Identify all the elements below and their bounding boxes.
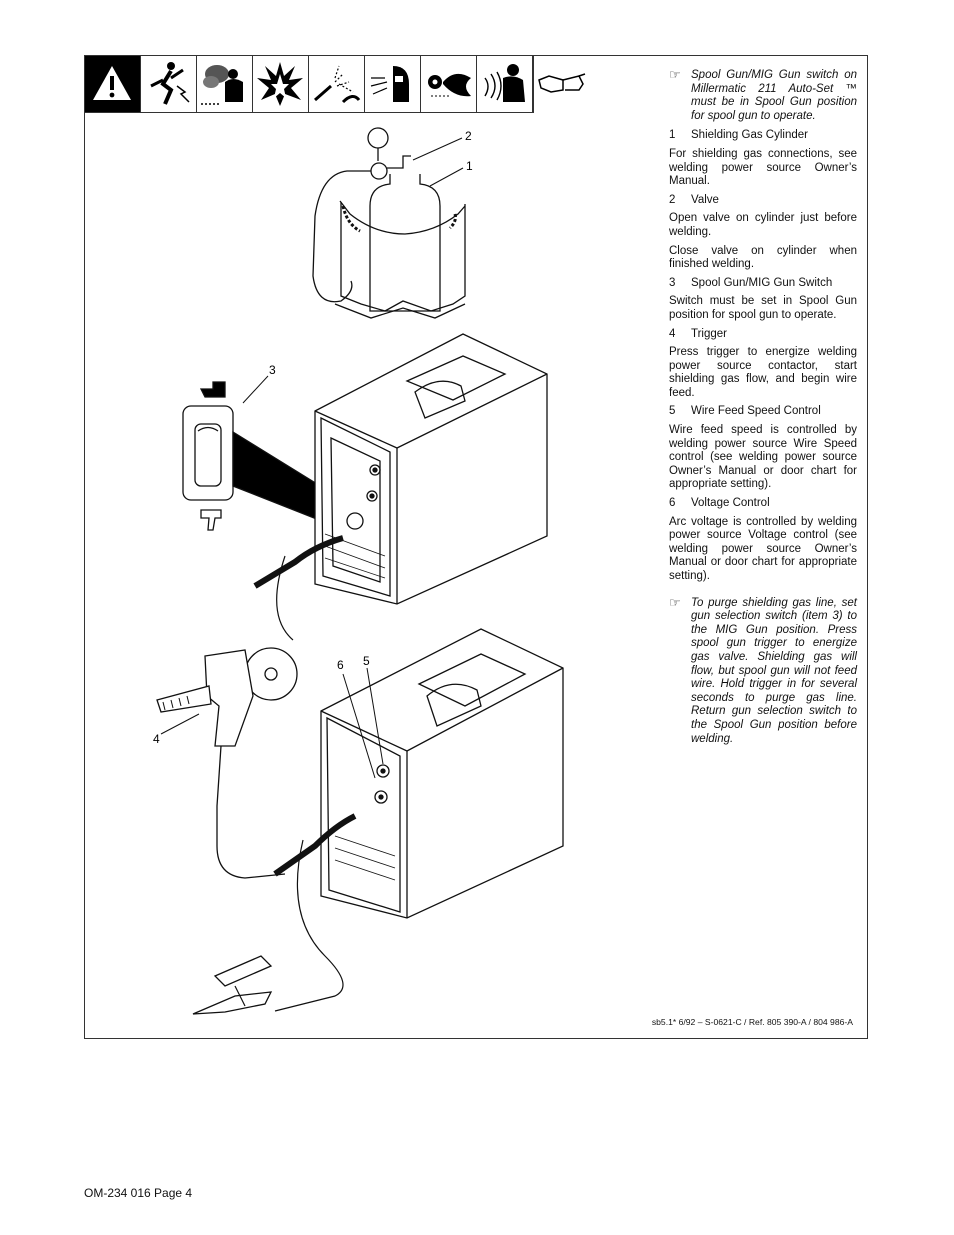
note-text: To purge shielding gas line, set gun sel… [691,596,857,745]
arc-rays-icon [365,56,421,112]
noise-icon [477,56,533,112]
electric-shock-icon [141,56,197,112]
content-frame: 2 1 3 4 5 6 ☞ Spool Gun/MIG Gun switch o… [84,55,868,1039]
note-text: Spool Gun/MIG Gun switch on Millermatic … [691,69,857,122]
welding-power-source-bottom [192,628,564,1015]
purge-gas-line-note: ☞ To purge shielding gas line, set gun s… [669,594,857,747]
item-heading-5: 5 Wire Feed Speed Control [669,405,821,418]
item-2-description-close: Close valve on cylinder when finished we… [669,244,857,271]
item-heading-2: 2 Valve [669,193,719,206]
item-heading-4: 4 Trigger [669,327,727,340]
callout-4: 4 [153,732,160,746]
warning-triangle-icon [85,56,141,112]
hazard-icon-strip [85,56,586,113]
item-5-description: Wire feed speed is controlled by welding… [669,424,857,491]
spool-gun-setup-illustration: 2 1 3 4 5 6 [153,127,564,1015]
fumes-icon [197,56,253,112]
spool-gun-switch-note: ☞ Spool Gun/MIG Gun switch on Millermati… [669,67,857,123]
figure-reference: sb5.1* 6/92 – S-0621-C / Ref. 805 390-A … [651,1017,853,1027]
safety-glasses-icon [533,56,588,112]
item-1-description: For shielding gas connections, see weldi… [669,147,857,188]
welding-power-source-top [253,333,548,641]
callout-2: 2 [465,129,472,143]
instruction-text-column: ☞ Spool Gun/MIG Gun switch on Millermati… [669,67,857,752]
item-heading-6: 6 Voltage Control [669,497,770,510]
callout-5: 5 [363,654,370,668]
callout-leaders [342,137,464,779]
pointing-hand-icon: ☞ [669,594,681,610]
callout-1: 1 [466,159,473,173]
item-2-description-open: Open valve on cylinder just before weldi… [669,212,857,238]
callout-6: 6 [337,658,344,672]
page-footer: OM-234 016 Page 4 [84,1186,193,1200]
item-3-description: Switch must be set in Spool Gun position… [669,295,857,321]
hot-parts-icon [421,56,477,112]
callout-3: 3 [269,363,276,377]
gas-cylinder-illustration [312,127,466,319]
spool-gun-illustration [156,647,298,879]
fire-explosion-icon [253,56,309,112]
pointing-hand-icon: ☞ [669,67,681,82]
item-heading-1: 1 Shielding Gas Cylinder [669,129,808,142]
sparks-icon [309,56,365,112]
item-4-description: Press trigger to energize welding power … [669,346,857,399]
item-heading-3: 3 Spool Gun/MIG Gun Switch [669,276,833,289]
item-6-description: Arc voltage is controlled by welding pow… [669,515,857,582]
